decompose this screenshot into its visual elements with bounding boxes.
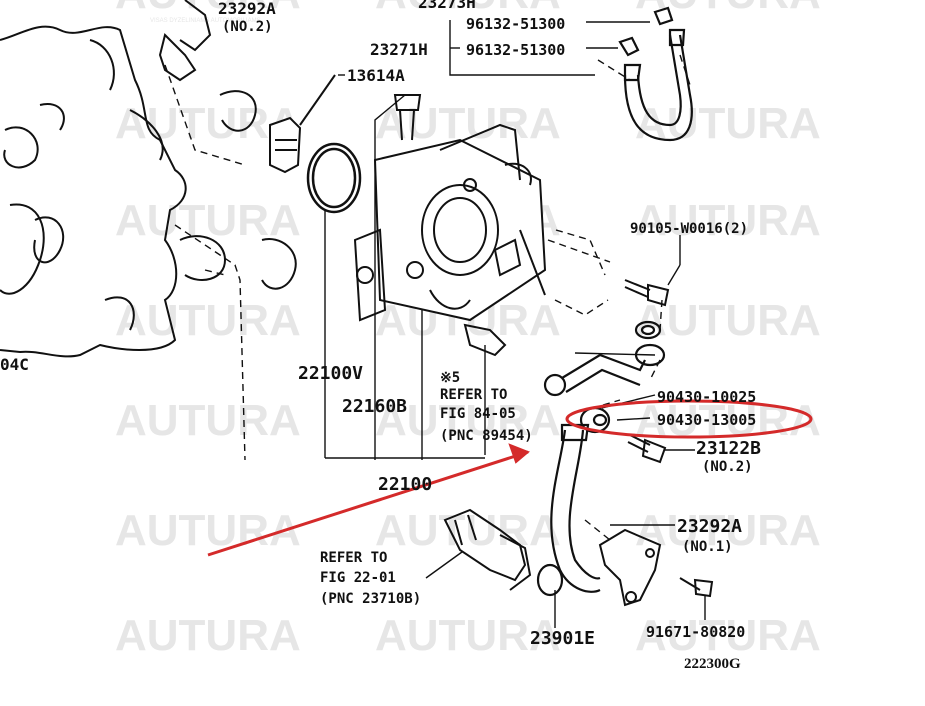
red-annotation xyxy=(207,399,813,557)
part-label-23122b: 23122B xyxy=(696,438,761,459)
watermark-grid: AUTURAVISAS DYZELINIAMS AUTOMOBILIAMS AU… xyxy=(115,0,821,660)
bracket-drawing xyxy=(598,528,662,607)
watermark-text: AUTURA xyxy=(375,0,561,18)
coupling-drawing xyxy=(269,74,336,174)
part-label-23271h: 23271H xyxy=(370,40,428,59)
hose-drawing xyxy=(618,6,693,142)
watermark-text: AUTURA xyxy=(115,196,301,245)
part-label-23292a-sub: (NO.1) xyxy=(682,539,733,555)
watermark-text: AUTURA xyxy=(115,0,301,18)
reference-notes: ※5 REFER TO FIG 84-05 (PNC 89454) REFER … xyxy=(320,370,533,607)
dashed-leaders xyxy=(164,54,691,541)
watermark-text: AUTURA xyxy=(375,396,561,445)
part-label-23292a-top: 23292A xyxy=(218,0,276,18)
part-label-90430-10025: 90430-10025 xyxy=(657,388,756,406)
part-labels: 23292A (NO.2) 23273H 96132-51300 23271H … xyxy=(0,0,761,672)
highlight-arrow xyxy=(207,450,529,557)
ref-note-1-line1: REFER TO xyxy=(440,387,507,403)
watermark-text: AUTURA xyxy=(375,506,561,555)
part-label-23292a-top-sub: (NO.2) xyxy=(222,19,273,35)
part-label-96132-b: 96132-51300 xyxy=(466,41,565,59)
diagram-code: 222300G xyxy=(684,656,741,672)
part-label-91671: 91671-80820 xyxy=(646,623,745,641)
watermark-text: AUTURA xyxy=(635,196,821,245)
highlight-arrowhead xyxy=(508,443,530,464)
leader-lines xyxy=(324,20,706,628)
part-label-23901e: 23901E xyxy=(530,628,595,649)
sensor-drawing xyxy=(443,508,532,591)
part-label-13614a: 13614A xyxy=(347,66,405,85)
ref-note-1-mark: ※5 xyxy=(440,370,460,386)
part-label-22100v: 22100V xyxy=(298,363,363,384)
ref-note-2-line3: (PNC 23710B) xyxy=(320,591,421,607)
watermark-text: AUTURA xyxy=(115,296,301,345)
watermark-text: AUTURA xyxy=(635,506,821,555)
o-ring-drawing xyxy=(306,142,362,214)
part-label-23122b-sub: (NO.2) xyxy=(702,459,753,475)
bolt-drawing xyxy=(624,279,714,598)
fuel-line-drawing xyxy=(536,320,666,597)
part-label-96132-a: 96132-51300 xyxy=(466,15,565,33)
part-label-90430-13005: 90430-13005 xyxy=(657,411,756,429)
watermark-text: AUTURA xyxy=(635,611,821,660)
ref-note-1-line3: (PNC 89454) xyxy=(440,428,533,444)
part-label-90105: 90105-W0016(2) xyxy=(630,221,748,237)
watermark-text: AUTURA xyxy=(375,99,561,148)
watermark-text: AUTURA xyxy=(115,506,301,555)
part-label-22160b: 22160B xyxy=(342,396,407,417)
watermark-text: AUTURA xyxy=(375,611,561,660)
part-label-23273h: 23273H xyxy=(418,0,476,12)
part-label-partial-left: 04C xyxy=(0,355,29,374)
watermark-tagline: VISAS DYZELINIAMS AUTOMOBILIAMS xyxy=(150,18,261,24)
part-label-23292a: 23292A xyxy=(677,516,742,537)
watermark-text: AUTURA xyxy=(115,396,301,445)
highlight-ellipse xyxy=(565,399,813,439)
engine-block-drawing xyxy=(0,0,297,358)
watermark-text: AUTURA xyxy=(635,0,821,18)
ref-note-2-line2: FIG 22-01 xyxy=(320,570,396,586)
ref-note-1-line2: FIG 84-05 xyxy=(440,406,516,422)
watermark-text: AUTURA xyxy=(115,611,301,660)
fuel-pump-drawing xyxy=(353,94,547,357)
ref-note-2-line1: REFER TO xyxy=(320,550,387,566)
part-label-22100: 22100 xyxy=(378,474,432,495)
